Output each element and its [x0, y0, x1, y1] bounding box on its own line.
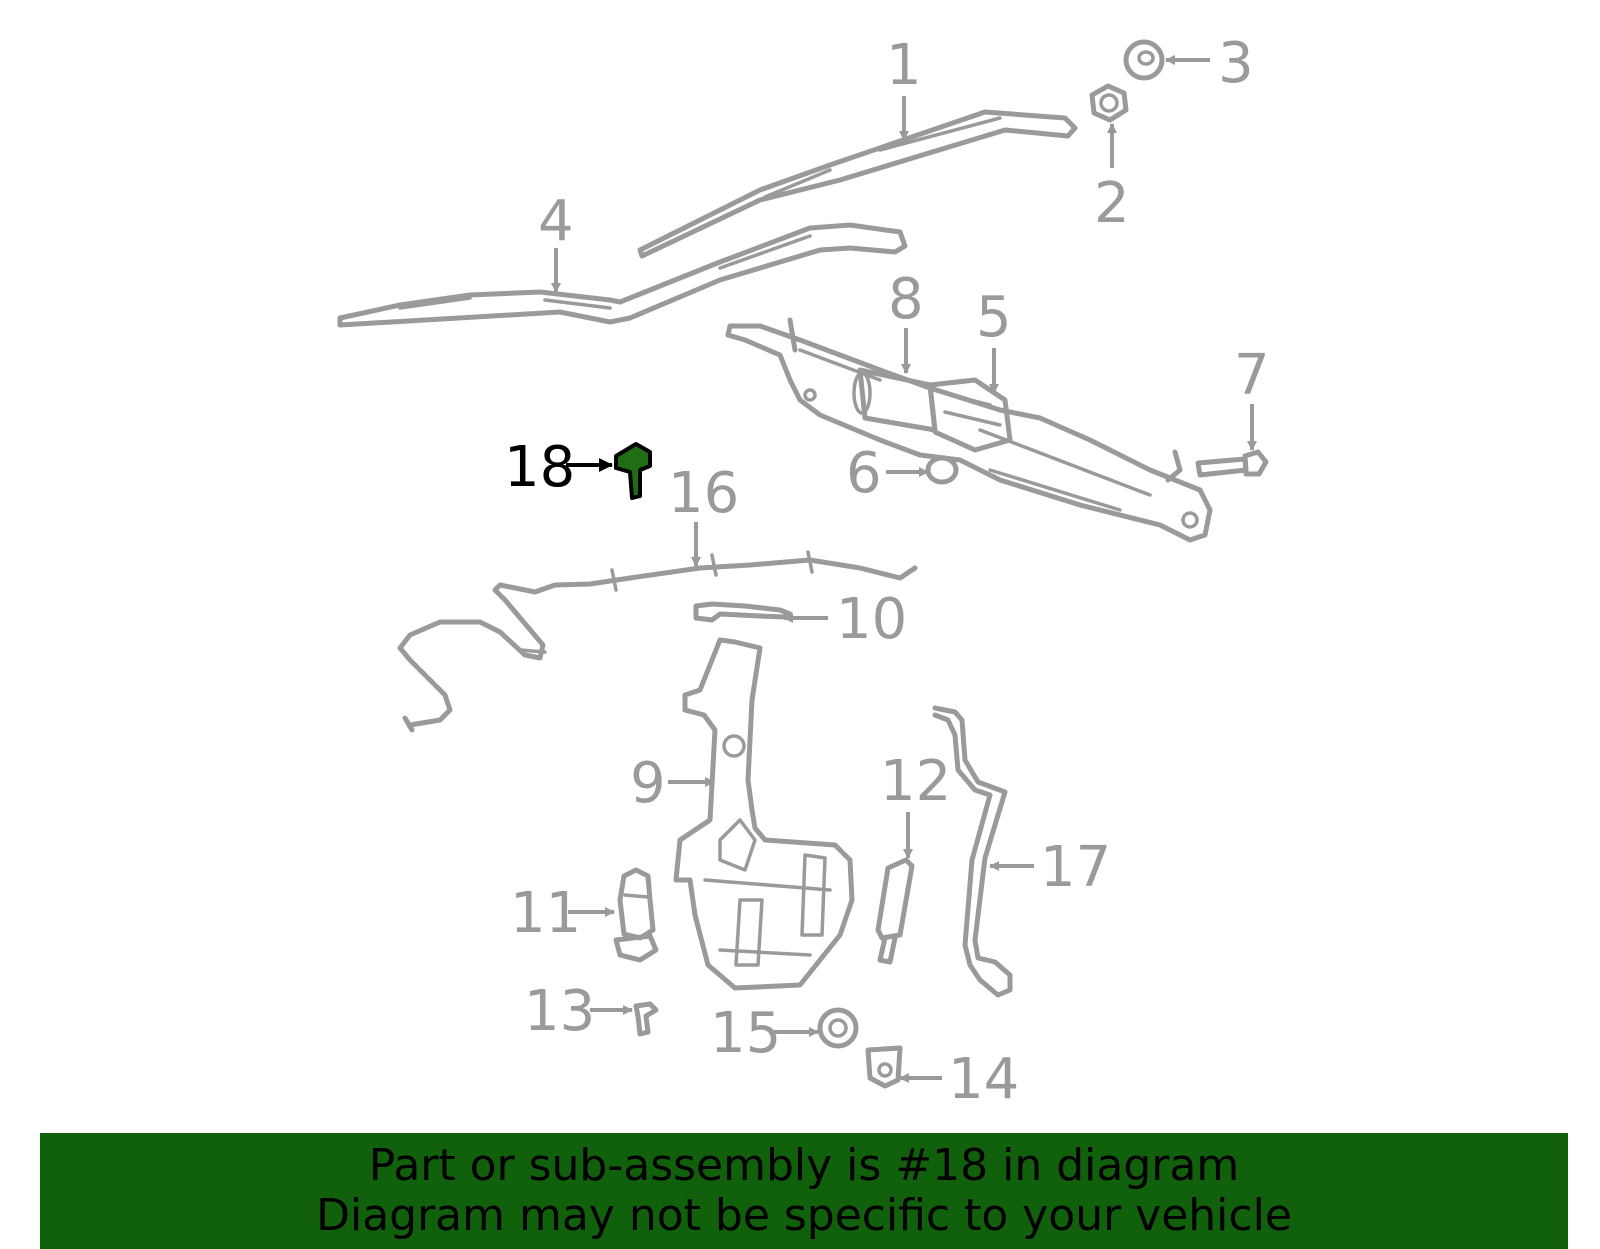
part-8-wiper-motor [852, 367, 1013, 453]
part-11-washer-pump [613, 867, 659, 963]
callout-2: 2 [1094, 171, 1130, 236]
callout-4: 4 [538, 189, 574, 254]
part-1-wiper-arm-right [637, 109, 1078, 259]
leader-arrows [551, 55, 1257, 1083]
part-17-hose [932, 705, 1013, 998]
part-14-bracket [865, 1045, 903, 1089]
callout-17: 17 [1040, 835, 1111, 900]
callout-labels: 1 2 3 4 5 6 7 8 9 10 11 12 13 14 15 16 1… [504, 31, 1270, 1112]
callout-1: 1 [886, 33, 922, 98]
banner-line-part-number: Part or sub-assembly is #18 in diagram [368, 1140, 1240, 1191]
callout-15: 15 [710, 1001, 781, 1066]
callout-16: 16 [668, 461, 739, 526]
callout-12: 12 [880, 749, 951, 814]
info-banner: Part or sub-assembly is #18 in diagram D… [40, 1133, 1568, 1249]
callout-5: 5 [976, 285, 1012, 350]
part-7-bolt [1195, 449, 1269, 478]
callout-10: 10 [836, 587, 907, 652]
part-9-washer-reservoir [673, 637, 855, 991]
callout-8: 8 [888, 267, 924, 332]
callout-3: 3 [1218, 31, 1254, 96]
part-4-wiper-arm-left [337, 222, 908, 328]
callout-6: 6 [846, 441, 882, 506]
callout-7: 7 [1234, 343, 1270, 408]
part-5-wiper-linkage [725, 317, 1213, 543]
banner-line-disclaimer: Diagram may not be specific to your vehi… [316, 1190, 1292, 1241]
part-16-washer-hose [397, 550, 918, 733]
part-13-push-pin [633, 1001, 659, 1037]
callout-18: 18 [504, 435, 575, 500]
part-2-nut [1089, 83, 1129, 123]
part-15-grommet [817, 1007, 859, 1049]
part-18-washer-nozzle [614, 442, 652, 500]
callout-9: 9 [630, 751, 666, 816]
callout-13: 13 [524, 979, 595, 1044]
callout-11: 11 [510, 881, 581, 946]
part-6-grommet [925, 455, 959, 485]
part-10-seal [693, 601, 793, 623]
callout-14: 14 [948, 1047, 1019, 1112]
part-3-cap [1123, 39, 1165, 81]
part-12-level-sensor [875, 857, 915, 965]
